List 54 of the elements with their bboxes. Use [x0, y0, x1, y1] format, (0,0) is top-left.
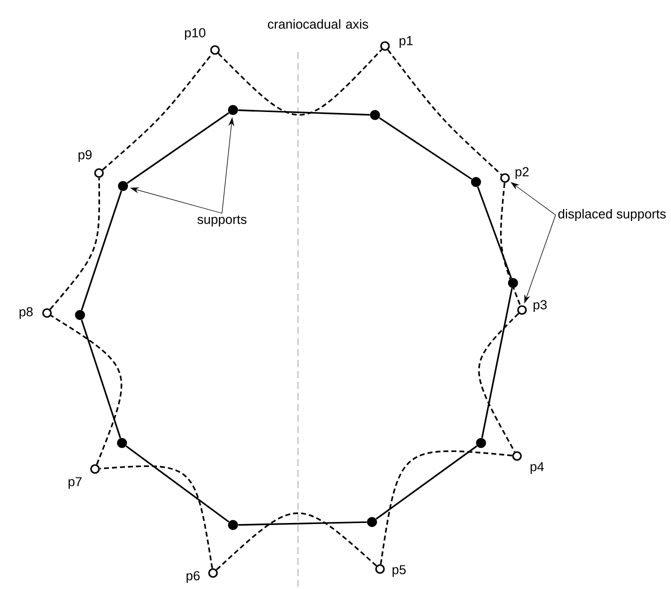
dashed-outline-segment: [102, 53, 213, 170]
point-label: p1: [400, 36, 413, 48]
axis-label: craniocadual axis: [268, 19, 368, 29]
displaced-support-circle: [94, 168, 104, 178]
annotation-text: supports: [197, 215, 246, 227]
support-dot: [117, 438, 127, 448]
support-line: [126, 445, 230, 523]
annotation-text: displaced supports: [558, 208, 666, 222]
support-dot: [228, 105, 238, 115]
support-dot: [367, 517, 377, 527]
dashed-outline-segment: [216, 512, 377, 570]
displaced-support-circle: [375, 564, 385, 574]
support-dot: [370, 110, 380, 120]
point-label: p4: [530, 462, 544, 474]
point-label: p9: [78, 150, 92, 162]
dashed-outline-segment: [100, 465, 214, 568]
support-line: [126, 112, 230, 184]
support-line: [80, 190, 122, 310]
support-line: [80, 320, 122, 438]
displaced-support-circle: [208, 568, 218, 578]
support-line: [238, 521, 367, 526]
dashed-outline-segment: [50, 178, 100, 310]
dashed-outline-segment: [387, 49, 502, 176]
support-dot: [476, 438, 486, 448]
dashed-outline-segment: [478, 312, 520, 452]
point-label: p5: [392, 565, 406, 577]
point-label: p6: [186, 571, 200, 583]
point-label: p8: [20, 307, 33, 319]
support-line: [378, 117, 472, 180]
displaced-support-circle: [512, 451, 522, 461]
dashed-outline-segment: [218, 48, 382, 116]
dashed-outline-segment: [380, 450, 512, 564]
support-dot: [75, 310, 85, 320]
displaced-support-circle: [517, 305, 527, 315]
displaced-support-circle: [380, 41, 390, 51]
support-dot: [228, 520, 238, 530]
displaced-support-circle: [90, 464, 100, 474]
support-line: [376, 445, 478, 520]
point-label: p3: [534, 300, 547, 312]
displaced-support-circle: [210, 45, 220, 55]
support-line: [481, 288, 513, 438]
support-dot: [471, 177, 481, 187]
support-line: [477, 186, 512, 278]
dashed-outline-segment: [50, 314, 122, 465]
leader-arrow: [510, 182, 556, 216]
support-dot: [508, 278, 518, 288]
support-line: [238, 109, 370, 116]
support-dot: [118, 181, 128, 191]
point-label: p2: [516, 167, 529, 179]
displaced-support-circle: [42, 308, 52, 318]
displaced-support-circle: [500, 173, 510, 183]
point-label: p7: [68, 477, 82, 489]
dashed-outline-segment: [500, 182, 522, 306]
point-label: p10: [185, 28, 206, 40]
